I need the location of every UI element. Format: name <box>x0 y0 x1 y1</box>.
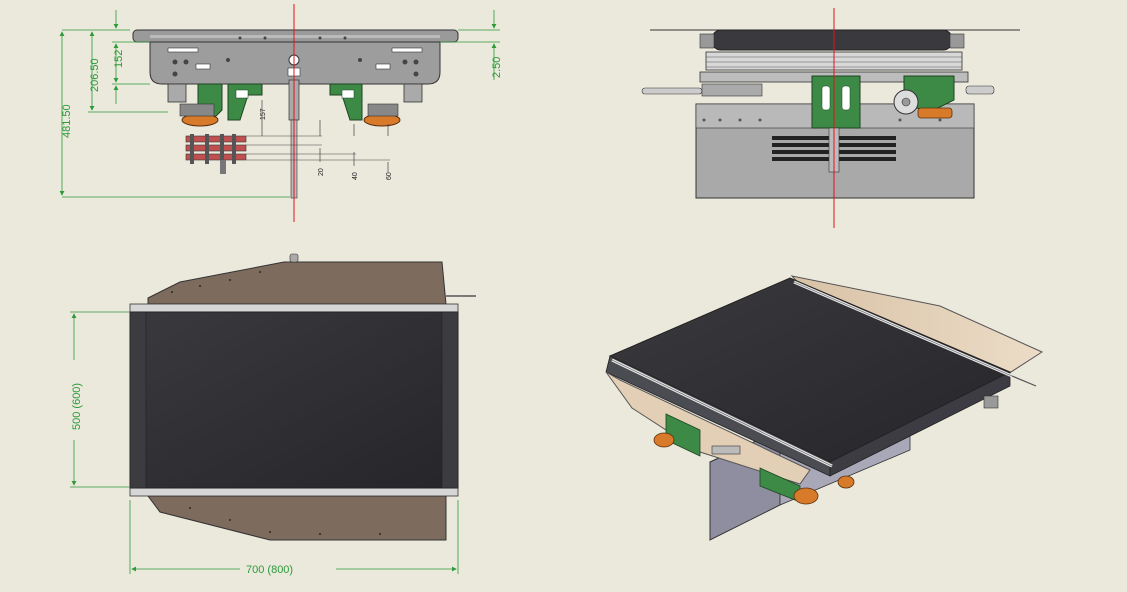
front-left-bracket <box>227 83 263 121</box>
top-side-plate-upper <box>147 261 447 305</box>
front-right-bracket <box>329 83 363 121</box>
dim-step-20: 20 <box>318 168 325 176</box>
dim-length: 700 (800) <box>246 564 293 576</box>
top-side-plate-lower <box>147 495 447 541</box>
side-center-bracket <box>811 75 861 129</box>
dim-overall-height: 481.50 <box>61 104 73 138</box>
dim-inner-height: 152 <box>113 50 125 68</box>
dim-bracket-height: 157 <box>260 108 267 120</box>
dim-frame-height: 206.50 <box>89 58 101 92</box>
dim-width: 500 (600) <box>71 383 83 430</box>
iso-caster-right <box>793 487 819 505</box>
side-top-roller <box>711 29 953 51</box>
iso-view <box>605 275 1044 541</box>
front-stacked-parts <box>185 134 247 174</box>
dim-top-offset: 2.50 <box>491 57 503 78</box>
top-view: 500 (600) 700 (800) <box>70 253 476 576</box>
dim-step-60: 60 <box>386 172 393 180</box>
dim-step-40: 40 <box>352 172 359 180</box>
iso-caster-left <box>653 432 675 448</box>
side-view <box>641 8 1020 228</box>
front-view: 20 40 60 157 481.50 206.50 152 2.50 <box>59 4 503 222</box>
iso-tan-plate-left <box>605 371 811 485</box>
top-belt <box>129 311 459 489</box>
